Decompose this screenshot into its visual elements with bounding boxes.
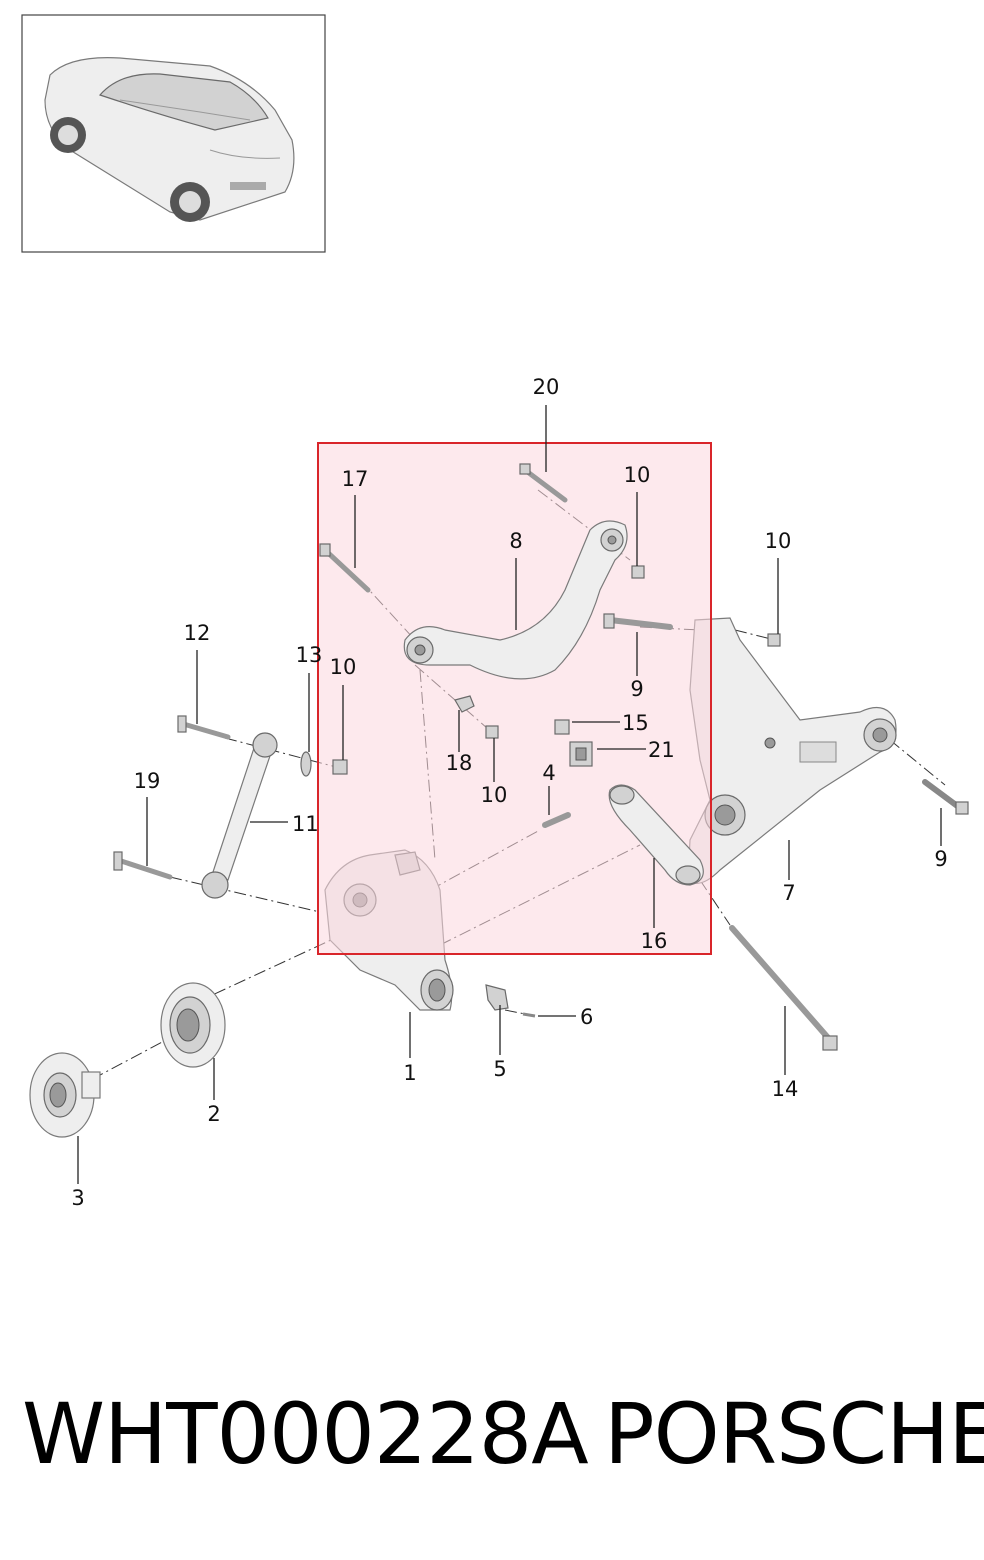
callout-7[interactable]: 7 xyxy=(782,881,795,905)
nut-10-mid xyxy=(485,725,499,739)
part-number: WHT000228A xyxy=(22,1385,589,1483)
callout-18[interactable]: 18 xyxy=(446,751,473,775)
callout-9-right[interactable]: 9 xyxy=(934,847,947,871)
highlight-region xyxy=(317,442,712,955)
lower-control-arm xyxy=(687,617,897,884)
bolt-20 xyxy=(519,463,568,503)
nut-10-right xyxy=(767,633,781,647)
bolt-17 xyxy=(319,543,371,593)
washer-13 xyxy=(300,751,312,777)
bolt-14 xyxy=(729,925,838,1051)
callout-21[interactable]: 21 xyxy=(648,738,675,762)
callout-10-mid[interactable]: 10 xyxy=(481,783,508,807)
upper-control-arm xyxy=(403,520,628,680)
callout-10-top[interactable]: 10 xyxy=(624,463,651,487)
wheel-bearing xyxy=(160,982,226,1068)
callout-16[interactable]: 16 xyxy=(641,929,668,953)
callout-10-left[interactable]: 10 xyxy=(330,655,357,679)
callout-12[interactable]: 12 xyxy=(184,621,211,645)
callout-3[interactable]: 3 xyxy=(71,1186,84,1210)
callout-19[interactable]: 19 xyxy=(134,769,161,793)
bracket-18 xyxy=(454,695,475,713)
callout-9-upper[interactable]: 9 xyxy=(630,677,643,701)
toe-link xyxy=(201,732,278,899)
callout-1[interactable]: 1 xyxy=(403,1061,416,1085)
car-icon xyxy=(44,57,295,222)
sensor-bracket xyxy=(485,984,536,1018)
bushing-21 xyxy=(569,741,593,767)
callout-2[interactable]: 2 xyxy=(207,1102,220,1126)
leader-lines xyxy=(77,405,942,1184)
callout-11[interactable]: 11 xyxy=(292,812,319,836)
nut-10-top xyxy=(631,565,645,579)
bolt-4 xyxy=(542,812,571,828)
nut-10-left xyxy=(332,759,348,775)
nut-15 xyxy=(554,719,570,735)
brand-name: PORSCHE xyxy=(604,1385,984,1483)
wheel-hub xyxy=(29,1052,101,1138)
callout-6[interactable]: 6 xyxy=(580,1005,593,1029)
callout-labels: 20 17 10 8 10 12 13 10 9 15 21 18 10 4 1… xyxy=(71,375,947,1210)
callout-8[interactable]: 8 xyxy=(509,529,522,553)
callout-17[interactable]: 17 xyxy=(342,467,369,491)
callout-10-right[interactable]: 10 xyxy=(765,529,792,553)
callout-20[interactable]: 20 xyxy=(533,375,560,399)
callout-13[interactable]: 13 xyxy=(296,643,323,667)
link-16 xyxy=(608,784,704,886)
vehicle-thumbnail xyxy=(21,14,326,253)
callout-5[interactable]: 5 xyxy=(493,1057,506,1081)
callout-4[interactable]: 4 xyxy=(542,761,555,785)
bolt-9-upper xyxy=(603,613,673,630)
bolt-19 xyxy=(113,851,173,880)
bolt-9-right xyxy=(922,779,969,815)
bolt-12 xyxy=(177,715,231,740)
callout-14[interactable]: 14 xyxy=(772,1077,799,1101)
callout-15[interactable]: 15 xyxy=(622,711,649,735)
